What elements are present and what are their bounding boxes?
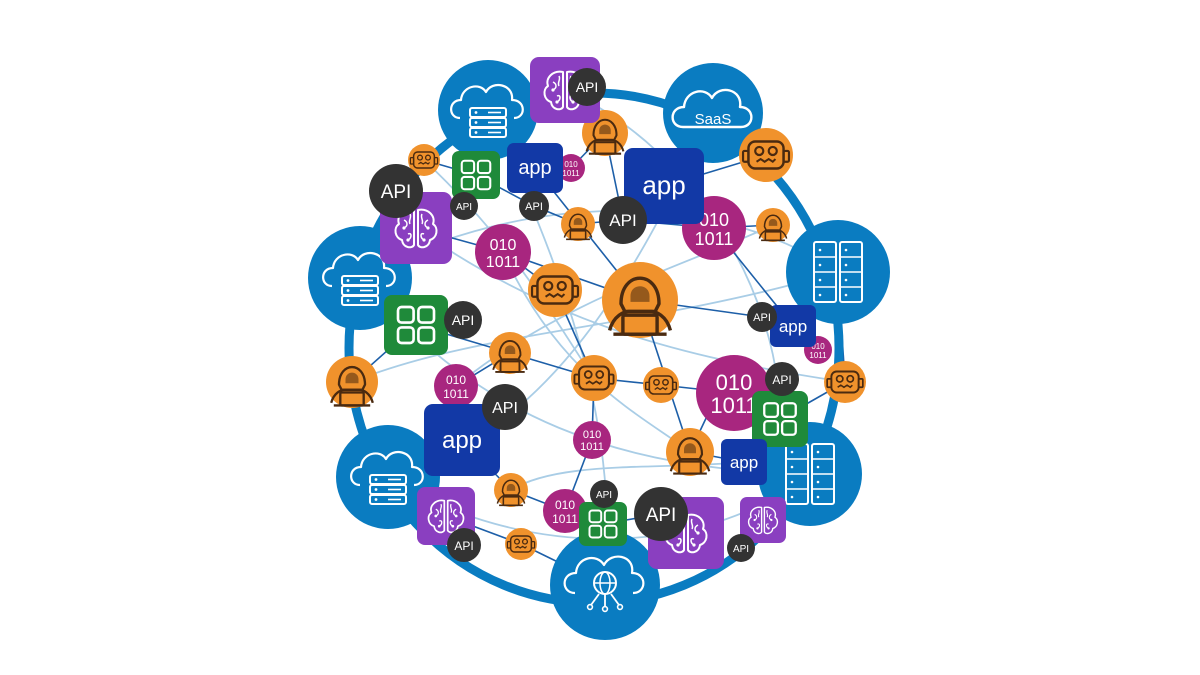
api-label: API [492,400,518,417]
app-tile: app [770,305,816,347]
api-badge: API [369,164,423,218]
robot-node [739,128,793,182]
app-label: app [779,317,807,336]
binary-node: 010 1011 [434,364,478,408]
api-badge: API [447,528,481,562]
api-badge: API [590,480,618,508]
app-label: app [730,453,758,472]
api-label: API [772,373,791,387]
app-label: app [442,427,482,454]
robot-node [824,361,866,403]
api-badge: API [599,196,647,244]
connection-line [351,271,839,383]
cloud-server-node [438,60,538,160]
binary-label: 010 [583,429,601,441]
api-label: API [733,544,749,555]
hacker-node [326,356,378,408]
api-badge: API [444,301,482,339]
binary-label: 1011 [443,387,469,401]
app-label: app [642,170,685,200]
app-grid-tile [752,391,808,447]
robot-node [505,528,537,560]
binary-node: 010 1011 [475,224,531,280]
saas-cloud-node: SaaS [663,63,763,163]
api-label: API [609,211,636,230]
binary-node: 010 1011 [543,489,587,533]
api-label: API [576,79,599,95]
api-label: API [646,505,677,526]
api-badge: API [634,487,688,541]
app-label: app [518,157,551,179]
binary-label: 010 [811,342,825,351]
app-tile: app [721,439,767,485]
binary-label: 1011 [710,393,757,418]
app-grid-tile [452,151,500,199]
app-grid-tile [579,502,627,546]
binary-label: 1011 [552,512,578,526]
api-label: API [525,201,543,213]
binary-label: 010 [564,160,578,169]
binary-node: 010 1011 [557,154,585,182]
saas-label: SaaS [695,111,732,128]
api-badge: API [519,191,549,221]
api-badge: API [568,68,606,106]
api-badge: API [450,192,478,220]
binary-label: 1011 [580,441,604,453]
robot-node [528,263,582,317]
api-badge: API [747,302,777,332]
cloud-globe-node [550,530,660,640]
app-tile: app [424,404,500,476]
api-label: API [452,312,475,328]
hacker-node [561,207,595,241]
api-badge: API [482,384,528,430]
binary-label: 1011 [809,351,827,360]
binary-label: 010 [716,370,753,395]
api-label: API [456,202,472,213]
robot-node [643,367,679,403]
app-tile: app [624,148,704,224]
cloud-server-node [336,425,440,529]
server-rack-node [786,220,890,324]
binary-label: 010 [446,373,466,387]
binary-label: 010 [555,498,575,512]
api-label: API [596,490,612,501]
binary-label: 1011 [486,254,521,271]
hacker-node [602,262,678,338]
hacker-node [494,473,528,507]
hacker-node [756,208,790,242]
api-badge: API [765,362,799,396]
hacker-node [666,428,714,476]
api-label: API [454,539,473,553]
connection-line [510,461,745,491]
binary-label: 1011 [695,229,734,249]
app-tile: app [507,143,563,193]
ai-brain-tile [740,497,786,543]
api-badge: API [727,534,755,562]
api-label: API [753,312,771,324]
robot-node [571,355,617,401]
binary-label: 010 [490,237,517,254]
binary-label: 010 [699,210,729,230]
binary-label: 1011 [562,169,580,178]
app-grid-tile [384,295,448,355]
hacker-node [489,332,531,374]
api-label: API [381,182,412,203]
robot-node [408,144,440,176]
binary-node: 010 1011 [573,421,611,459]
